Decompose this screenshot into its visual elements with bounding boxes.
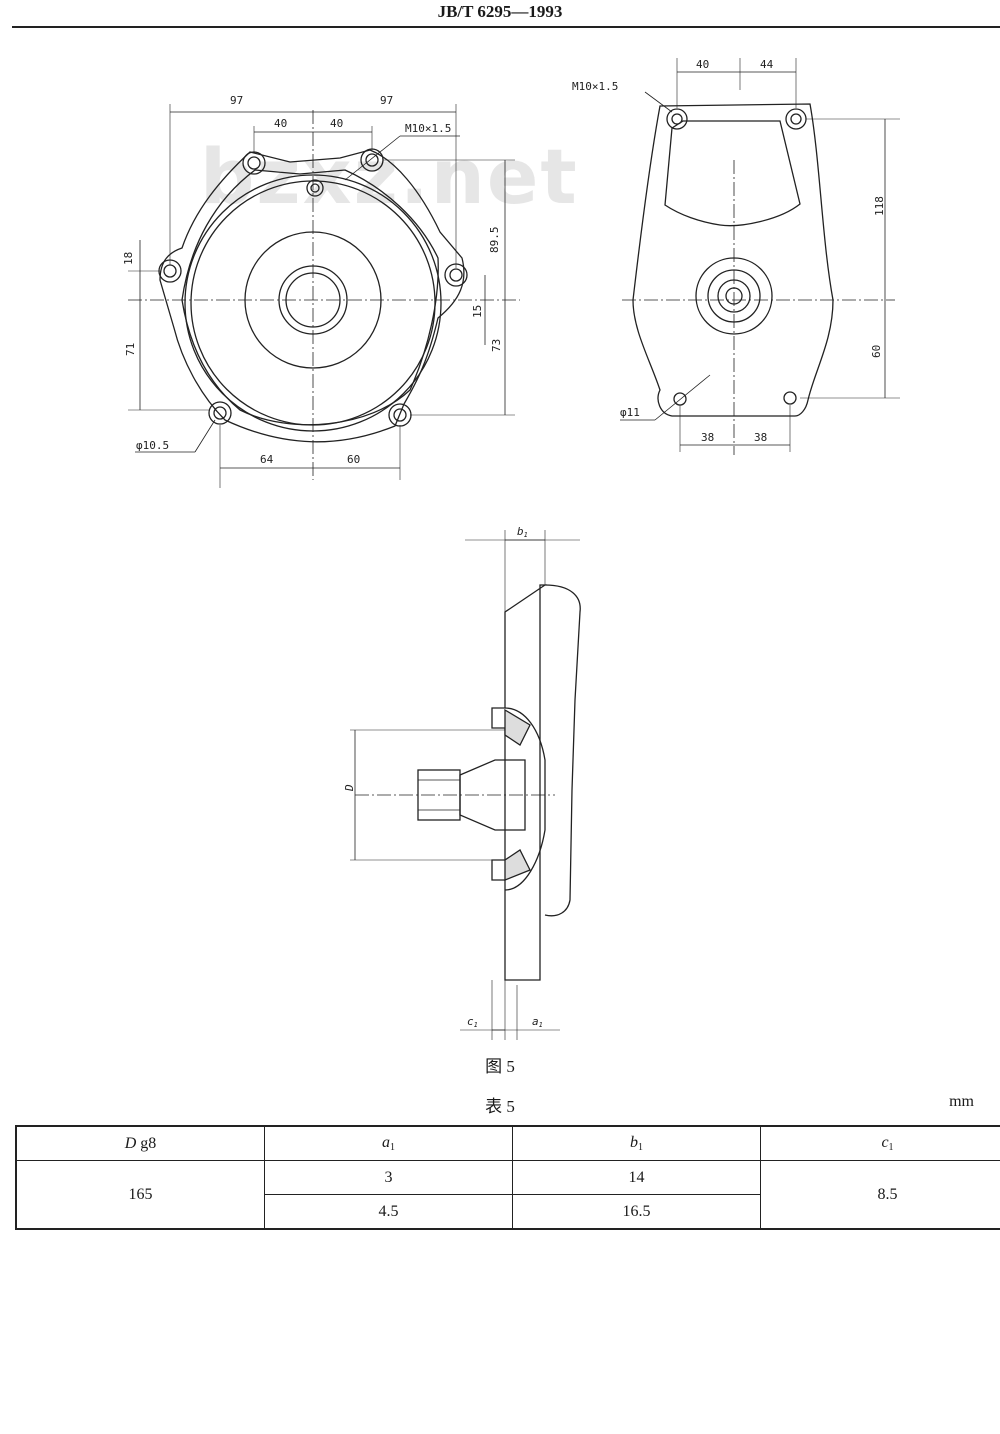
header-D: D g8 [15, 1125, 265, 1161]
table-row: 4.5 16.5 [16, 1194, 1000, 1230]
dim-71: 71 [124, 343, 137, 356]
label-b1: b1 [517, 525, 528, 539]
dimension-table: D g8 a1 b1 c1 165 3 14 8.5 4.5 16.5 [15, 1125, 1000, 1230]
header-b1: b1 [512, 1125, 761, 1161]
cell-a1: 4.5 [264, 1194, 513, 1230]
side-view [620, 58, 900, 455]
cell-c1: 8.5 [760, 1160, 1000, 1230]
dim-40-left: 40 [274, 117, 287, 130]
dim-hole-side: φ11 [620, 406, 640, 419]
dim-40-top: 40 [696, 58, 709, 71]
label-D: D [343, 784, 356, 792]
dim-38-right: 38 [754, 431, 767, 444]
dim-hole-front: φ10.5 [136, 439, 169, 452]
dim-15: 15 [471, 305, 484, 318]
dim-44: 44 [760, 58, 774, 71]
table-row: 165 3 14 8.5 [15, 1160, 1000, 1230]
dim-97-right: 97 [380, 94, 393, 107]
technical-drawing: 97 97 40 40 M10×1.5 18 89.5 15 71 73 φ10… [122, 58, 900, 1040]
dim-89-5: 89.5 [488, 227, 501, 254]
cell-b1: 14 [512, 1160, 761, 1195]
dim-64: 64 [260, 453, 274, 466]
dim-thread-front: M10×1.5 [405, 122, 451, 135]
cell-b1: 16.5 [512, 1194, 761, 1230]
header-rule [12, 26, 1000, 28]
table-caption: 表 5 [485, 1097, 515, 1116]
cell-a1: 3 [264, 1160, 513, 1195]
header-c1: c1 [760, 1125, 1000, 1161]
header-a1: a1 [264, 1125, 513, 1161]
unit-label: mm [949, 1093, 974, 1110]
dim-18: 18 [122, 252, 135, 265]
label-c1: c1 [467, 1015, 478, 1029]
dim-60-bottom: 60 [347, 453, 360, 466]
page-header: JB/T 6295—1993 [0, 0, 1000, 28]
front-view [128, 104, 520, 488]
table-header-row: D g8 a1 b1 c1 [15, 1125, 1000, 1161]
dim-38-left: 38 [701, 431, 714, 444]
dim-118: 118 [873, 196, 886, 216]
standard-number: JB/T 6295—1993 [437, 2, 563, 21]
dim-60-side: 60 [870, 345, 883, 358]
cell-D: 165 [15, 1160, 265, 1230]
dim-40-right: 40 [330, 117, 343, 130]
dim-thread-side: M10×1.5 [572, 80, 618, 93]
dim-73: 73 [490, 339, 503, 352]
section-view [350, 530, 581, 1040]
watermark: bzxz.net [200, 132, 579, 221]
label-a1: a1 [532, 1015, 543, 1029]
dim-97-left: 97 [230, 94, 243, 107]
figure-caption: 图 5 [485, 1057, 515, 1076]
